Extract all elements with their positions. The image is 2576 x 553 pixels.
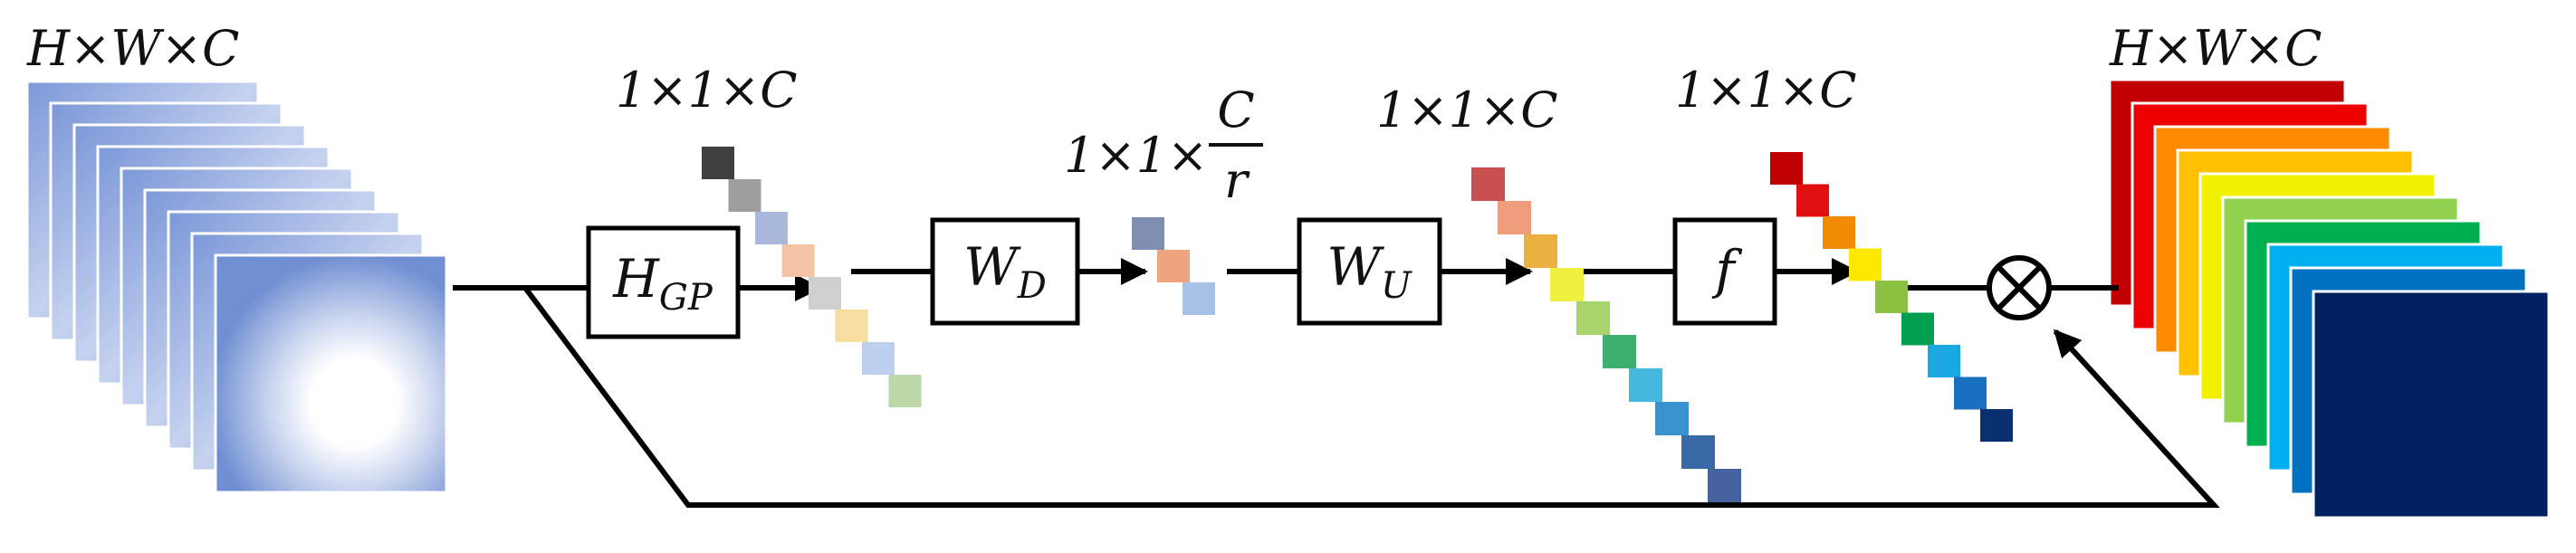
channel-cell [1132, 217, 1164, 250]
expanded-channel-vector [1471, 167, 1741, 502]
svg-text:HGP: HGP [612, 248, 713, 319]
channel-cell [1471, 167, 1505, 201]
channel-cell [1681, 435, 1715, 469]
channel-cell [1550, 268, 1584, 301]
attention-weight-vector [1770, 152, 2013, 442]
channel-cell [1157, 250, 1190, 282]
channel-cell [809, 277, 841, 310]
channel-cell [728, 179, 761, 212]
channel-cell [1524, 234, 1557, 268]
channel-cell [1183, 282, 1215, 315]
channel-cell [1849, 248, 1882, 281]
svg-text:WU: WU [1326, 236, 1412, 307]
output-dims-label: H×W×C [2109, 20, 2322, 77]
channel-cell [1954, 377, 1987, 410]
global-pooling-box: HGP [586, 225, 741, 339]
input-dims-label: H×W×C [26, 20, 239, 77]
channel-cell [862, 342, 895, 375]
output-layer [2312, 290, 2551, 520]
channel-cell [1823, 216, 1855, 249]
multiply-operator [1987, 255, 2052, 320]
pooled-dims-label: 1×1×C [616, 62, 798, 119]
svg-text:C: C [1217, 81, 1254, 138]
expansion-fc-box: WU [1297, 217, 1442, 326]
input-feature-map [25, 80, 448, 494]
channel-cell [1901, 312, 1934, 346]
reduction-fc-box: WD [930, 217, 1080, 326]
channel-cell [888, 375, 922, 407]
channel-cell [1629, 368, 1662, 402]
channel-cell [1980, 409, 2013, 442]
channel-cell [1708, 469, 1741, 502]
channel-cell [702, 147, 734, 179]
channel-cell [1875, 281, 1908, 313]
channel-cell [1655, 402, 1689, 435]
attention-dims-label: 1×1×C [1675, 62, 1857, 119]
channel-cell [1928, 345, 1960, 377]
reduced-channel-vector [1132, 217, 1215, 315]
activation-box: f [1672, 217, 1777, 326]
svg-text:r: r [1224, 152, 1250, 209]
reduced-dims-label: 1×1× C r [1064, 81, 1263, 209]
svg-text:1×1×: 1×1× [1064, 127, 1208, 184]
pooled-channel-vector [702, 147, 922, 407]
connections [453, 258, 2220, 508]
channel-cell [835, 310, 868, 342]
svg-text:WD: WD [963, 236, 1047, 307]
channel-cell [1576, 301, 1610, 335]
channel-cell [1498, 201, 1531, 234]
output-feature-map [2108, 78, 2551, 520]
channel-cell [1770, 152, 1803, 185]
channel-cell [755, 212, 788, 244]
channel-cell [1796, 184, 1829, 217]
input-front-layer [214, 253, 448, 494]
expanded-dims-label: 1×1×C [1376, 81, 1558, 138]
channel-cell [1603, 335, 1636, 368]
channel-cell [781, 244, 815, 277]
